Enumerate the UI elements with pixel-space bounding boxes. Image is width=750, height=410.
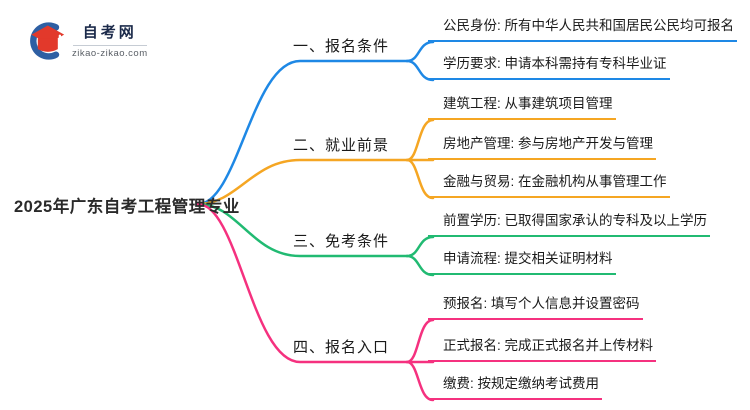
leaf-finance-and-trade: 金融与贸易: 在金融机构从事管理工作	[428, 173, 670, 198]
branch-label-signup-entrance: 四、报名入口	[293, 339, 390, 356]
leaf-real-estate-management: 房地产管理: 参与房地产开发与管理	[428, 135, 657, 160]
site-logo: 自考网 zikao-zikao.com	[26, 20, 148, 62]
leaf-application-process: 申请流程: 提交相关证明材料	[428, 250, 616, 275]
branch-lines-signup-conditions	[196, 40, 435, 206]
leaf-education-requirement: 学历要求: 申请本科需持有专科毕业证	[428, 55, 670, 80]
central-topic: 2025年广东自考工程管理专业	[14, 198, 240, 216]
leaf-pre-registration: 预报名: 填写个人信息并设置密码	[428, 295, 643, 320]
leaf-citizen-identity: 公民身份: 所有中华人民共和国居民公民均可报名	[428, 17, 738, 42]
branch-lines-career-prospects	[196, 118, 435, 206]
logo-title: 自考网	[82, 24, 137, 41]
leaf-prior-education: 前置学历: 已取得国家承认的专科及以上学历	[428, 212, 711, 237]
leaf-formal-registration: 正式报名: 完成正式报名并上传材料	[428, 337, 657, 362]
logo-text-block: 自考网 zikao-zikao.com	[72, 23, 148, 59]
leaf-construction-engineering: 建筑工程: 从事建筑项目管理	[428, 95, 616, 120]
leaf-payment: 缴费: 按规定缴纳考试费用	[428, 375, 603, 400]
logo-domain: zikao-zikao.com	[72, 48, 148, 59]
branch-label-career-prospects: 二、就业前景	[293, 137, 390, 154]
branch-label-exemption-conditions: 三、免考条件	[293, 233, 390, 250]
logo-divider	[72, 45, 147, 46]
graduation-cap-logo-icon	[30, 22, 65, 60]
branch-label-signup-conditions: 一、报名条件	[293, 38, 390, 55]
